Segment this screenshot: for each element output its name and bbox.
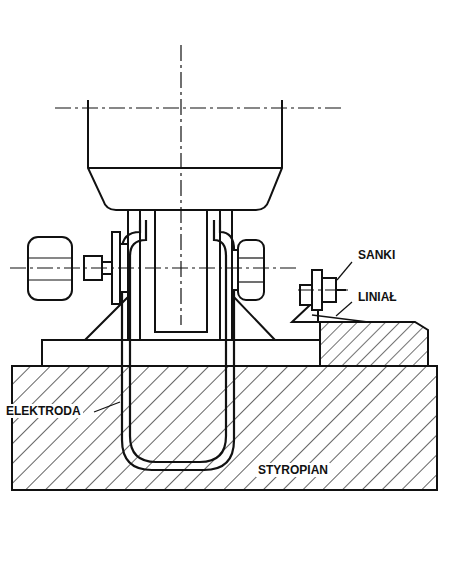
part-label: LINIAŁ <box>356 290 399 304</box>
part-label: ELEKTRODA <box>4 404 83 418</box>
part-label: SANKI <box>356 248 397 262</box>
part-label: STYROPIAN <box>256 463 330 477</box>
